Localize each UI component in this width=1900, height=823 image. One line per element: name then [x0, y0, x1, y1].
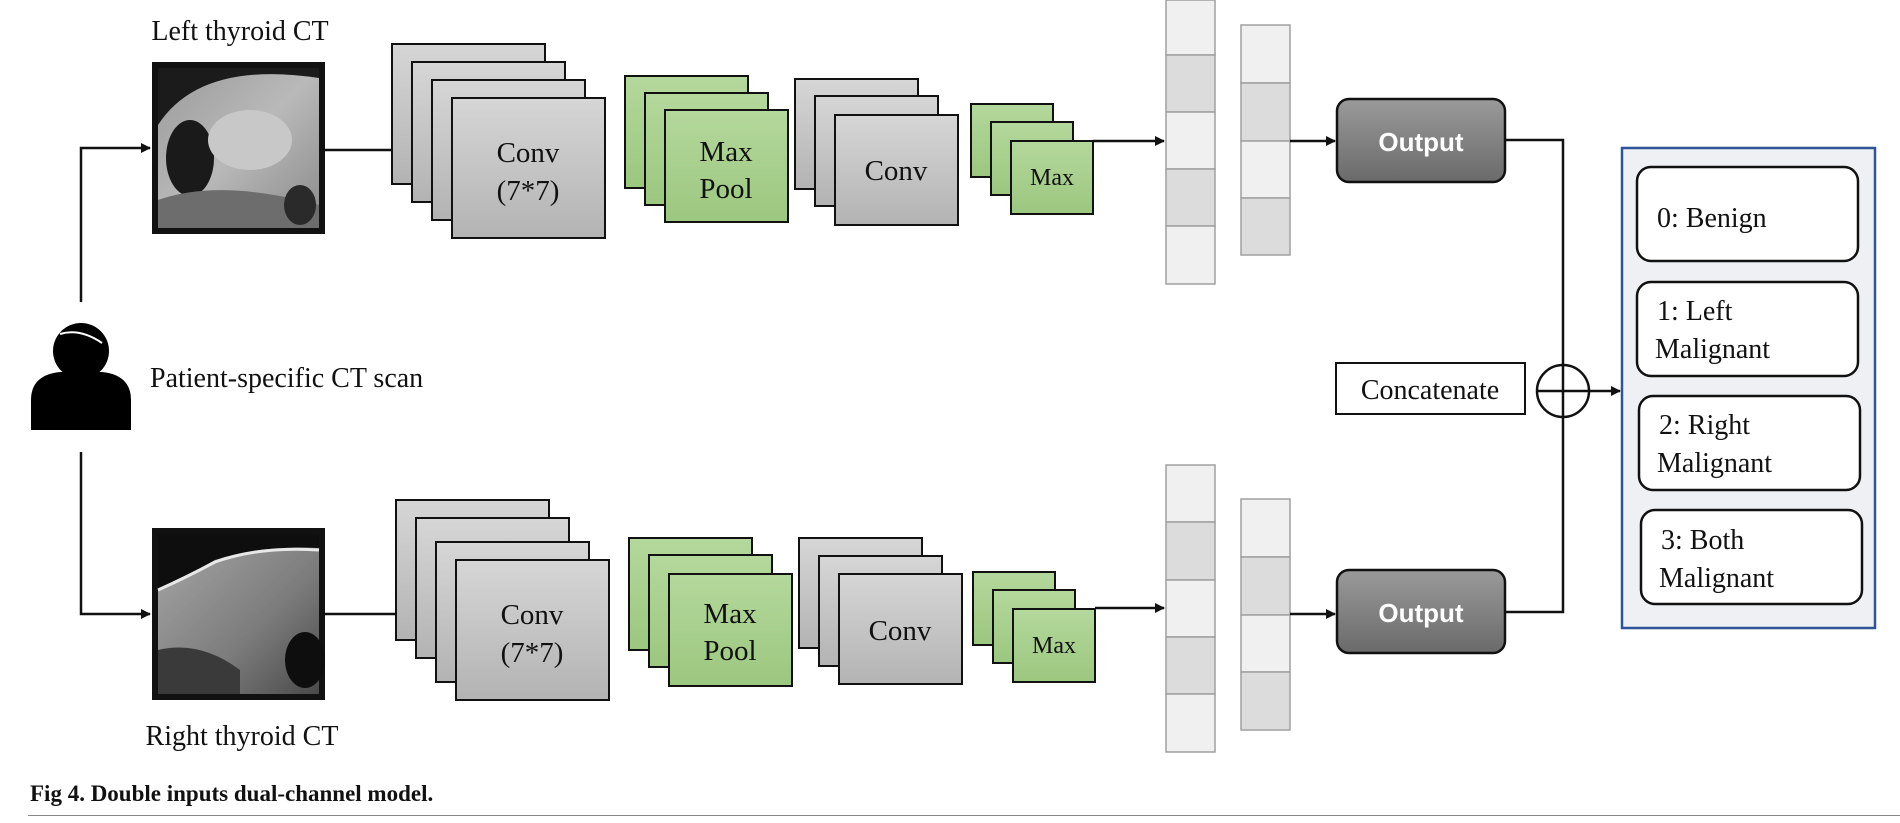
top-conv-stack: Conv	[794, 78, 959, 226]
right-thyroid-ct-image	[152, 528, 325, 700]
class-item-both-malignant: 3: Both Malignant	[1639, 508, 1864, 606]
caption-divider	[28, 815, 1900, 816]
top-conv-label: Conv	[865, 155, 928, 187]
top-output-box: Output	[1335, 97, 1507, 184]
bottom-output-box: Output	[1335, 568, 1507, 655]
class-benign-label: 0: Benign	[1657, 203, 1767, 234]
bottom-dense-vector	[1240, 498, 1291, 731]
class-item-left-malignant: 1: Left Malignant	[1635, 280, 1860, 378]
top-max-label: Max	[1030, 165, 1074, 191]
class-both-malignant-line2: Malignant	[1659, 563, 1774, 594]
bottom-max-stack: Max	[972, 571, 1096, 683]
bottom-maxpool-stack: Max Pool	[628, 537, 793, 687]
class-left-malignant-line1: 1: Left	[1657, 296, 1733, 327]
class-left-malignant-line2: Malignant	[1655, 334, 1770, 365]
person-icon	[31, 323, 131, 430]
top-max-stack: Max	[970, 103, 1094, 215]
bottom-conv-label: Conv	[869, 615, 932, 647]
concatenate-circle-plus-icon	[1535, 363, 1591, 419]
class-right-malignant-line2: Malignant	[1657, 448, 1772, 479]
bottom-flatten-vector	[1165, 464, 1216, 753]
connector-person-to-left-ct	[79, 143, 151, 302]
concatenate-label-box: Concatenate	[1335, 362, 1526, 415]
top-flatten-vector	[1165, 0, 1216, 285]
connector-person-to-right-ct	[79, 452, 151, 619]
concatenate-label: Concatenate	[1361, 375, 1499, 406]
bottom-maxpool-label-line2: Pool	[703, 635, 756, 667]
top-maxpool-stack: Max Pool	[624, 75, 789, 223]
class-item-benign: 0: Benign	[1635, 165, 1860, 263]
top-maxpool-label-line2: Pool	[699, 173, 752, 205]
top-dense-vector	[1240, 24, 1291, 256]
class-item-right-malignant: 2: Right Malignant	[1637, 394, 1862, 492]
top-conv-7x7-label-line2: (7*7)	[497, 175, 560, 207]
left-thyroid-ct-label: Left thyroid CT	[151, 16, 328, 47]
left-thyroid-ct-image	[152, 62, 325, 234]
patient-ct-scan-label: Patient-specific CT scan	[150, 363, 423, 394]
bottom-conv-7x7-label-line1: Conv	[501, 599, 564, 631]
bottom-maxpool-label-line1: Max	[703, 598, 757, 630]
class-output-panel: 0: Benign 1: Left Malignant 2: Right Mal…	[1620, 146, 1877, 630]
top-output-label: Output	[1378, 127, 1464, 157]
bottom-conv-stack: Conv	[798, 537, 963, 685]
bottom-conv-7x7-label-line2: (7*7)	[501, 637, 564, 669]
class-right-malignant-line1: 2: Right	[1659, 410, 1750, 441]
bottom-conv-7x7-stack: Conv (7*7)	[395, 499, 610, 701]
top-conv-7x7-stack: Conv (7*7)	[391, 43, 606, 239]
connector-top-output-to-concat	[1505, 138, 1565, 365]
class-both-malignant-line1: 3: Both	[1661, 525, 1744, 556]
bottom-output-label: Output	[1378, 598, 1464, 628]
right-thyroid-ct-label: Right thyroid CT	[146, 721, 339, 752]
bottom-max-label: Max	[1032, 633, 1076, 659]
top-maxpool-label-line1: Max	[699, 136, 753, 168]
top-conv-7x7-label-line1: Conv	[497, 137, 560, 169]
dual-channel-diagram: Left thyroid CT Right thyroid CT Patient…	[31, 0, 1877, 753]
connector-bottom-output-to-concat	[1505, 417, 1565, 614]
figure-caption: Fig 4. Double inputs dual-channel model.	[30, 781, 434, 806]
